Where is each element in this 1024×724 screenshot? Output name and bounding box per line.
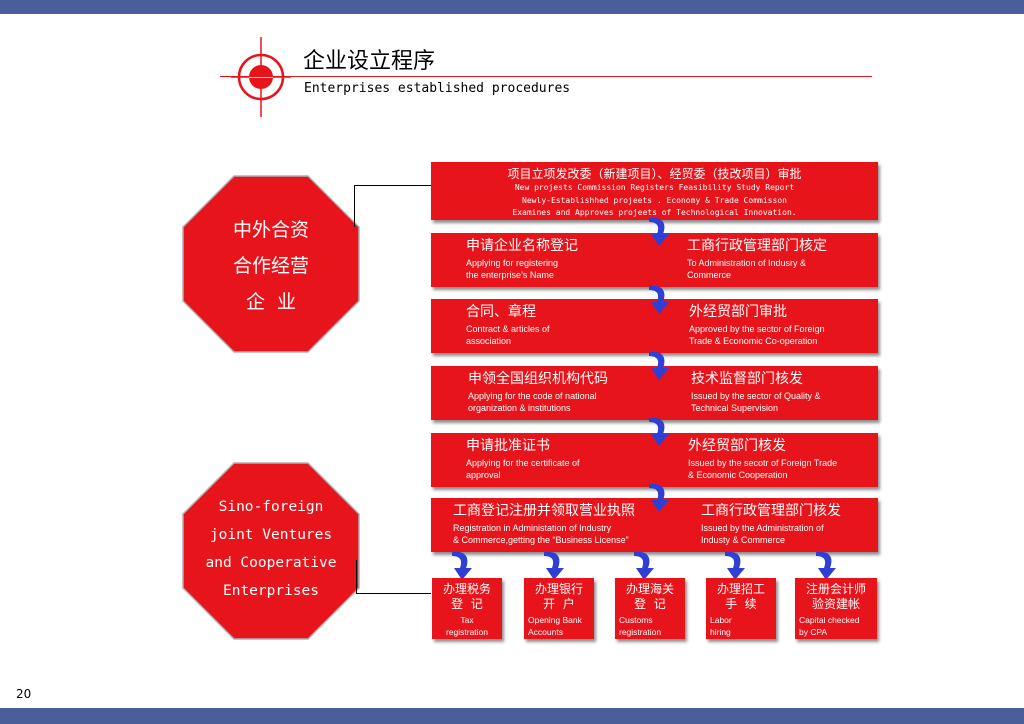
octagon-en-line: Enterprises <box>222 583 320 599</box>
step-right-en: Issued by the secotr of Foreign Trade& E… <box>688 458 838 480</box>
octagon-en-line: and Cooperative <box>205 555 337 571</box>
step-right-en: To Administration of Indusry &Commerce <box>687 258 807 280</box>
octagon-en-line: joint Ventures <box>209 527 333 543</box>
curved-arrow-down-icon <box>810 548 840 582</box>
octagon-cn <box>182 175 360 353</box>
bottom-band <box>0 708 1024 724</box>
step-box-project-approval: 项目立项发改委（新建项目）、经贸委（技改项目）审批 New projests C… <box>431 162 878 220</box>
curved-arrow-down-icon <box>643 282 673 316</box>
octagon-en-text: Sino-foreign joint Ventures and Cooperat… <box>183 493 359 605</box>
step-right-en: Issued by the sector of Quality &Technic… <box>691 391 821 413</box>
step-left-cn: 申请批准证书 <box>466 438 550 454</box>
step-right-cn: 技术监督部门核发 <box>691 371 803 387</box>
step-left-cn: 工商登记注册并领取营业执照 <box>453 503 635 519</box>
crosshair-target-icon <box>231 37 291 117</box>
top-band <box>0 0 1024 14</box>
step-en-line: Examines and Approves projeets of Techno… <box>512 208 797 217</box>
final-cn: 办理招工手 续 <box>716 582 765 611</box>
title-underline <box>220 76 872 77</box>
step-right-cn: 工商行政管理部门核发 <box>701 503 841 519</box>
connector-line <box>356 593 431 594</box>
connector-line <box>356 560 357 594</box>
step-en-line: Newly-Establishhed projeets . Economy & … <box>522 195 787 205</box>
curved-arrow-down-icon <box>628 548 658 582</box>
step-box-organization-code: 申领全国组织机构代码 Applying for the code of nati… <box>431 366 878 420</box>
page-number: 20 <box>16 687 32 701</box>
step-en-line: New projests Commission Registers Feasib… <box>514 183 795 192</box>
curved-arrow-down-icon <box>538 548 568 582</box>
step-left-cn: 合同、章程 <box>466 304 536 320</box>
curved-arrow-down-icon <box>719 548 749 582</box>
step-cn: 项目立项发改委（新建项目）、经贸委（技改项目）审批 <box>507 167 802 181</box>
octagon-en-line: Sino-foreign <box>218 499 324 515</box>
step-right-cn: 工商行政管理部门核定 <box>687 238 827 254</box>
octagon-cn-line: 企 业 <box>245 291 297 313</box>
curved-arrow-down-icon <box>643 414 673 448</box>
final-cn: 办理税务登 记 <box>442 582 491 611</box>
page-title-cn: 企业设立程序 <box>303 49 436 74</box>
page-title-en: Enterprises established procedures <box>304 81 571 96</box>
curved-arrow-down-icon <box>643 480 673 514</box>
curved-arrow-down-icon <box>446 548 476 582</box>
octagon-cn-line: 合作经营 <box>232 255 309 277</box>
connector-line <box>354 185 431 186</box>
step-right-cn: 外经贸部门核发 <box>688 438 786 454</box>
final-cn: 办理海关登 记 <box>625 582 674 611</box>
step-left-cn: 申请企业名称登记 <box>466 238 578 254</box>
connector-line <box>354 185 355 227</box>
curved-arrow-down-icon <box>643 348 673 382</box>
octagon-cn-line: 中外合资 <box>232 219 309 241</box>
octagon-en <box>182 462 360 640</box>
final-cn: 注册会计师验资建帐 <box>805 582 866 611</box>
octagon-cn-text: 中外合资 合作经营 企 业 <box>183 212 359 320</box>
step-left-en: Registration in Administation of Industr… <box>453 523 629 545</box>
final-cn: 办理银行开 户 <box>534 582 583 611</box>
curved-arrow-down-icon <box>643 214 673 248</box>
step-left-cn: 申领全国组织机构代码 <box>468 371 608 387</box>
step-box-business-license: 工商登记注册并领取营业执照 Registration in Administat… <box>431 498 878 552</box>
step-right-cn: 外经贸部门审批 <box>689 304 787 320</box>
